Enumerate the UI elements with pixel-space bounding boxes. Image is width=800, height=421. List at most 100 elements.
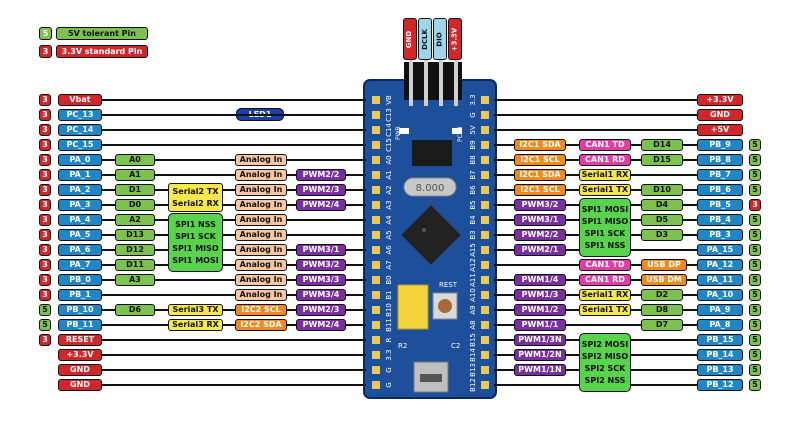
arduino-pin-label: D8 — [641, 304, 683, 316]
header-pad — [372, 171, 380, 179]
header-pad — [481, 216, 489, 224]
header-pad — [372, 291, 380, 299]
i2c-label: I2C2 SDA — [235, 319, 287, 331]
pin-label: PB_11 — [58, 319, 102, 331]
pin-label: PA_0 — [58, 154, 102, 166]
i2c-label: I2C2 SCL — [235, 304, 287, 316]
connector-line — [95, 114, 366, 116]
board-pin-label: R — [385, 337, 393, 342]
i2c-label: I2C1 SDA — [514, 139, 566, 151]
voltage-badge: 3 — [749, 199, 761, 211]
arduino-pin-label: D4 — [641, 199, 683, 211]
swd-pin — [409, 56, 413, 106]
analog-label: Analog In — [235, 259, 287, 271]
arduino-pin-label: D2 — [641, 289, 683, 301]
header-pad — [372, 261, 380, 269]
header-pad — [481, 351, 489, 359]
pin-label: PA_11 — [697, 274, 743, 286]
swd-pin-text: DIO — [435, 31, 444, 47]
boot-jumpers — [397, 284, 429, 330]
analog-label: Analog In — [235, 154, 287, 166]
header-pad — [372, 381, 380, 389]
board-pin-label: C14 — [385, 123, 393, 137]
board-pin-label: 3.3 — [385, 349, 393, 360]
pwm-label: PWM3/2 — [296, 259, 346, 271]
swd-pin-text: GND — [405, 30, 414, 48]
pin-label: PB_5 — [697, 199, 743, 211]
pin-label: PB_15 — [697, 334, 743, 346]
pwm-label: PWM1/3N — [514, 334, 566, 346]
pin-label: PB_13 — [697, 364, 743, 376]
pin-label: Vbat — [58, 94, 102, 106]
pc13-led — [452, 128, 462, 134]
pwm-label: PWM1/2N — [514, 349, 566, 361]
header-pad — [481, 201, 489, 209]
arduino-pin-label: D13 — [115, 229, 155, 241]
board-pin-label: A10 — [469, 288, 477, 302]
voltage-badge: 3 — [39, 154, 51, 166]
connector-line — [95, 264, 366, 266]
pin-label: PA_5 — [58, 229, 102, 241]
pwm-label: PWM3/1 — [296, 244, 346, 256]
serial-label: Serial3 RX — [168, 319, 223, 331]
analog-label: Analog In — [235, 214, 287, 226]
connector-line — [95, 339, 366, 341]
usb-label: USB DM — [641, 274, 687, 286]
board-pin-label: B9 — [469, 140, 477, 149]
analog-label: Analog In — [235, 244, 287, 256]
header-pad — [372, 201, 380, 209]
voltage-badge: 5 — [749, 229, 761, 241]
voltage-badge: 5 — [749, 259, 761, 271]
arduino-pin-label: D0 — [115, 199, 155, 211]
connector-line — [494, 129, 712, 131]
pin-label: RESET — [58, 334, 102, 346]
board-pin-label: A7 — [385, 260, 393, 269]
connector-line — [95, 279, 366, 281]
pin-label: +3.3V — [697, 94, 743, 106]
voltage-badge: 5 — [749, 334, 761, 346]
connector-line — [95, 294, 366, 296]
pin-label: PA_8 — [697, 319, 743, 331]
pin-label: PB_12 — [697, 379, 743, 391]
swd-pin-label: +3.3V — [448, 18, 462, 60]
swd-pin-label: GND — [403, 18, 417, 60]
connector-line — [95, 354, 366, 356]
voltage-badge: 5 — [749, 184, 761, 196]
legend-text: 5V tolerant Pin — [56, 27, 148, 40]
swd-pin — [439, 56, 443, 106]
swd-pin — [424, 56, 428, 106]
voltage-badge: 5 — [39, 319, 51, 331]
voltage-badge: 5 — [749, 244, 761, 256]
pwm-label: PWM1/3 — [514, 289, 566, 301]
board-pin-label: A3 — [385, 200, 393, 209]
voltage-badge: 3 — [39, 244, 51, 256]
micro-usb-port — [413, 361, 449, 393]
pin-label: PB_7 — [697, 169, 743, 181]
pin-label: PA_6 — [58, 244, 102, 256]
voltage-badge: 3 — [39, 274, 51, 286]
board-pin-label: 3.3 — [469, 94, 477, 105]
board-pin-label: B6 — [469, 185, 477, 195]
voltage-badge: 5 — [749, 304, 761, 316]
swd-pin-text: DCLK — [420, 28, 429, 50]
pwm-label: PWM2/3 — [296, 184, 346, 196]
pin-label: PB_3 — [697, 229, 743, 241]
arduino-pin-label: D6 — [115, 304, 155, 316]
board-pin-label: B7 — [469, 170, 477, 179]
arduino-pin-label: D7 — [641, 319, 683, 331]
analog-label: Analog In — [235, 199, 287, 211]
pin-label: GND — [58, 364, 102, 376]
pin-label: GND — [697, 109, 743, 121]
pin-label: PA_4 — [58, 214, 102, 226]
header-pad — [372, 111, 380, 119]
voltage-badge: 5 — [749, 154, 761, 166]
header-pad — [481, 306, 489, 314]
connector-line — [494, 324, 712, 326]
board-pin-label: B15 — [469, 333, 477, 347]
pin-label: +3.3V — [58, 349, 102, 361]
connector-line — [95, 219, 366, 221]
voltage-badge: 5 — [749, 379, 761, 391]
crystal — [403, 177, 457, 197]
voltage-badge: 3 — [39, 139, 51, 151]
